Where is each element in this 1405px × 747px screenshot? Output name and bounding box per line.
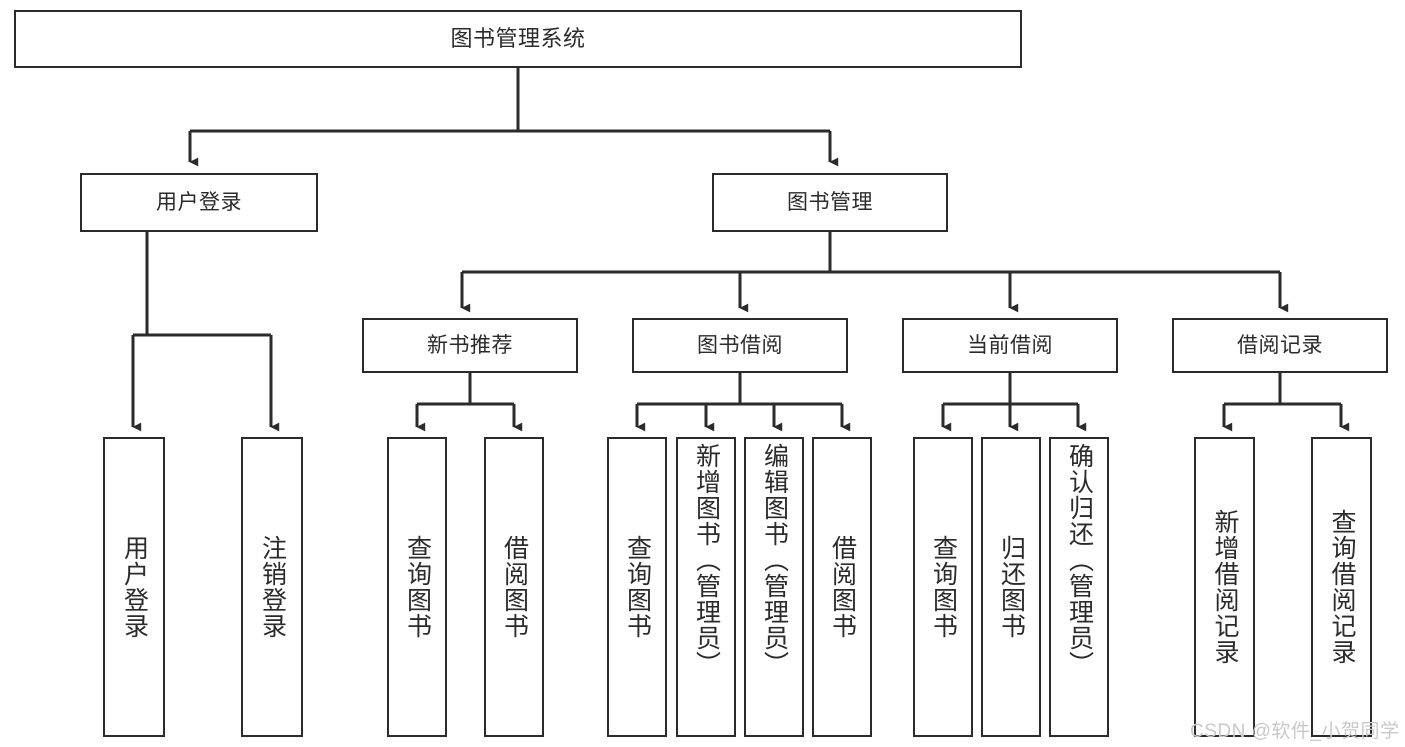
leaf-return-book-label: 归还图书 — [997, 535, 1026, 639]
leaf-user-logout[interactable]: 注销登录 — [241, 437, 303, 737]
node-book-borrow[interactable]: 图书借阅 — [632, 318, 848, 373]
leaf-borrow-book[interactable]: 借阅图书 — [812, 437, 872, 737]
node-current-borrow-label: 当前借阅 — [967, 333, 1053, 357]
leaf-query-book-recommend[interactable]: 查询图书 — [387, 437, 447, 737]
node-new-book-recommend-label: 新书推荐 — [427, 333, 513, 357]
leaf-user-login[interactable]: 用户登录 — [103, 437, 165, 737]
leaf-user-logout-label: 注销登录 — [258, 535, 287, 639]
leaf-add-borrow-record-label: 新增借阅记录 — [1211, 509, 1239, 665]
leaf-query-book-borrow-label: 查询图书 — [623, 535, 652, 639]
leaf-edit-book-admin-label: 编辑图书（管理员） — [760, 443, 789, 677]
node-user-login[interactable]: 用户登录 — [80, 173, 318, 232]
node-user-login-label: 用户登录 — [156, 190, 242, 214]
leaf-confirm-return-admin[interactable]: 确认归还（管理员） — [1049, 437, 1109, 737]
leaf-query-borrow-record[interactable]: 查询借阅记录 — [1311, 437, 1372, 737]
leaf-query-book-current-label: 查询图书 — [929, 535, 958, 639]
leaf-edit-book-admin[interactable]: 编辑图书（管理员） — [744, 437, 804, 737]
node-book-borrow-label: 图书借阅 — [697, 333, 783, 357]
leaf-add-borrow-record[interactable]: 新增借阅记录 — [1194, 437, 1255, 737]
node-book-management[interactable]: 图书管理 — [712, 173, 948, 232]
leaf-borrow-book-recommend[interactable]: 借阅图书 — [484, 437, 544, 737]
leaf-confirm-return-admin-label: 确认归还（管理员） — [1065, 443, 1094, 677]
node-new-book-recommend[interactable]: 新书推荐 — [362, 318, 578, 373]
leaf-add-book-admin-label: 新增图书（管理员） — [692, 443, 721, 677]
node-borrow-record-label: 借阅记录 — [1237, 333, 1323, 357]
leaf-query-book-current[interactable]: 查询图书 — [913, 437, 973, 737]
node-root-label: 图书管理系统 — [450, 25, 586, 51]
leaf-query-book-recommend-label: 查询图书 — [403, 535, 432, 639]
leaf-add-book-admin[interactable]: 新增图书（管理员） — [676, 437, 736, 737]
node-current-borrow[interactable]: 当前借阅 — [902, 318, 1118, 373]
node-root[interactable]: 图书管理系统 — [14, 10, 1022, 68]
node-book-management-label: 图书管理 — [787, 190, 873, 214]
node-borrow-record[interactable]: 借阅记录 — [1172, 318, 1388, 373]
leaf-borrow-book-recommend-label: 借阅图书 — [500, 535, 529, 639]
leaf-query-borrow-record-label: 查询借阅记录 — [1328, 509, 1356, 665]
leaf-borrow-book-label: 借阅图书 — [828, 535, 857, 639]
leaf-query-book-borrow[interactable]: 查询图书 — [607, 437, 667, 737]
leaf-user-login-label: 用户登录 — [120, 535, 149, 639]
leaf-return-book[interactable]: 归还图书 — [981, 437, 1041, 737]
